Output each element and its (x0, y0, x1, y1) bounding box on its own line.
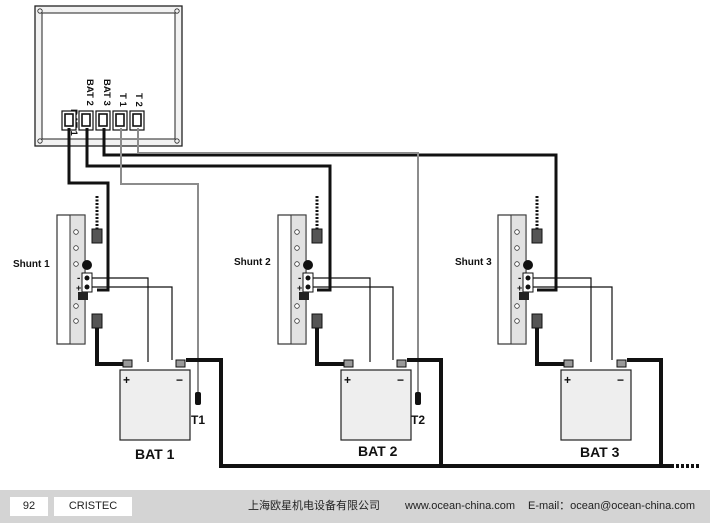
shunt-label-1: Shunt 1 (13, 259, 50, 270)
shunt-minus-mark: - (77, 273, 80, 284)
port-label-bat2: BAT 2 (84, 79, 95, 106)
port-label-t1: T 1 (117, 93, 128, 107)
battery-3: + − BAT 3 (560, 359, 632, 460)
website-link[interactable]: www.ocean-china.com (405, 500, 516, 512)
sensor-label-t2: T2 (411, 413, 425, 427)
shunt-minus-mark: - (298, 273, 301, 284)
shunt-2: Shunt 2 - + (234, 196, 323, 345)
port-connectors (61, 110, 145, 131)
battery-label-3: BAT 3 (580, 444, 620, 460)
screw-icon (174, 138, 180, 144)
sensor-label-t1: T1 (191, 413, 205, 427)
port-label-bat3: BAT 3 (101, 79, 112, 106)
battery-1: + − BAT 1 (119, 359, 191, 462)
shunt-label-3: Shunt 3 (455, 257, 492, 268)
bat-signal-wires (67, 128, 558, 292)
battery-minus-terminal: − (176, 373, 183, 387)
battery-plus-terminal: + (344, 373, 351, 387)
power-cables (95, 328, 674, 468)
brand-name: CRISTEC (54, 497, 132, 516)
shunt-1: Shunt 1 - + (13, 196, 103, 345)
screw-icon (174, 8, 180, 14)
battery-label-1: BAT 1 (135, 446, 175, 462)
battery-minus-terminal: − (397, 373, 404, 387)
battery-minus-terminal: − (617, 373, 624, 387)
port-label-t2: T 2 (133, 93, 144, 107)
shunt-3: Shunt 3 - + (455, 196, 543, 345)
battery-monitor: BAT 1 BAT 2 BAT 3 T 1 T 2 (34, 5, 183, 147)
shunt-label-2: Shunt 2 (234, 257, 271, 268)
page-footer: 92 CRISTEC 上海欧星机电设备有限公司 www.ocean-china.… (0, 490, 710, 523)
screw-icon (37, 138, 43, 144)
shunt-plus-mark: + (517, 283, 522, 293)
temperature-sensor-probe (415, 392, 421, 405)
page-number: 92 (10, 497, 48, 516)
wiring-diagram: BAT 1 BAT 2 BAT 3 T 1 T 2 T1 T2 (13, 5, 700, 468)
battery-plus-terminal: + (123, 373, 130, 387)
shunt-minus-mark: - (518, 273, 521, 284)
company-name: 上海欧星机电设备有限公司 (248, 500, 380, 512)
battery-label-2: BAT 2 (358, 443, 398, 459)
email-link[interactable]: E-mail：ocean@ocean-china.com (528, 500, 696, 512)
shunt-plus-mark: + (297, 283, 302, 293)
temperature-wires (120, 128, 419, 392)
screw-icon (37, 8, 43, 14)
sense-wires (92, 277, 613, 362)
battery-2: + − BAT 2 (340, 359, 412, 459)
shunt-plus-mark: + (76, 283, 81, 293)
temperature-sensor-probe (195, 392, 201, 405)
battery-plus-terminal: + (564, 373, 571, 387)
